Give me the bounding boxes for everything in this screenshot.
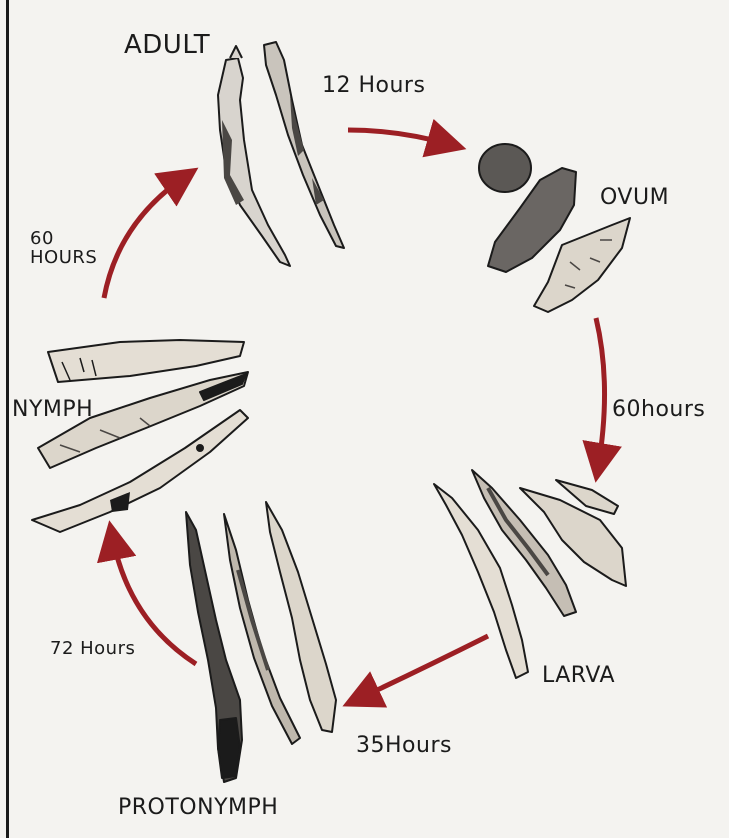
arrow-nymph-to-adult bbox=[104, 176, 186, 298]
duration-nymph-to-adult: 60 HOURS bbox=[30, 230, 97, 268]
ovum-illustration bbox=[479, 144, 630, 312]
arrow-ovum-to-larva bbox=[596, 318, 605, 468]
duration-ovum-to-larva: 60hours bbox=[612, 398, 705, 421]
label-ovum: OVUM bbox=[600, 186, 669, 209]
label-nymph: NYMPH bbox=[12, 398, 93, 421]
label-larva: LARVA bbox=[542, 664, 615, 687]
duration-larva-to-protonymph: 35Hours bbox=[356, 734, 452, 757]
label-adult: ADULT bbox=[124, 32, 210, 59]
nymph-illustration bbox=[32, 340, 248, 532]
arrow-adult-to-ovum bbox=[348, 130, 452, 145]
duration-adult-to-ovum: 12 Hours bbox=[322, 74, 425, 97]
arrow-larva-to-protonymph bbox=[356, 636, 488, 700]
duration-protonymph-to-nymph: 72 Hours bbox=[50, 640, 135, 659]
protonymph-illustration bbox=[186, 502, 336, 782]
label-protonymph: PROTONYMPH bbox=[118, 796, 278, 819]
